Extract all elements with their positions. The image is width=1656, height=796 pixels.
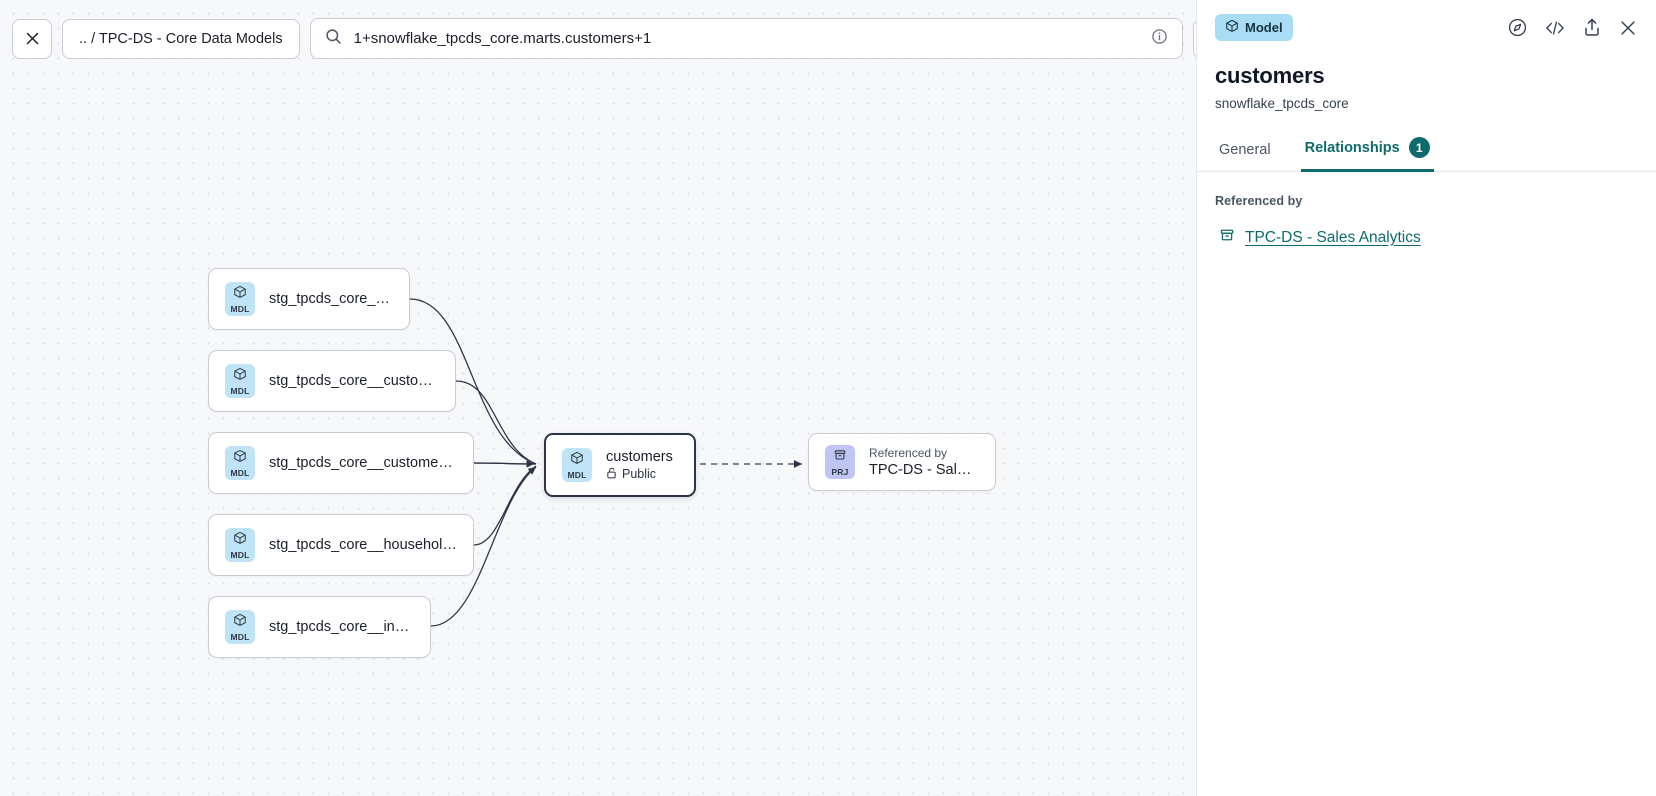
model-badge: MDL (225, 528, 255, 562)
share-icon[interactable] (1582, 17, 1602, 38)
node-label: TPC-DS - Sales Analytics (869, 462, 979, 478)
tab-general[interactable]: General (1215, 142, 1275, 172)
tab-label: Relationships (1304, 139, 1400, 156)
canvas-toolbar: .. / TPC-DS - Core Data Models (12, 18, 1196, 59)
referenced-by-label: TPC-DS - Sales Analytics (1245, 228, 1421, 246)
graph-node-upstream-1[interactable]: MDL stg_tpcds_core__customer (208, 268, 410, 330)
referenced-by-link[interactable]: TPC-DS - Sales Analytics (1215, 227, 1638, 248)
project-icon (1219, 227, 1235, 248)
lineage-edges (409, 298, 803, 627)
search-input[interactable] (353, 30, 1139, 47)
node-label: stg_tpcds_core__household_demogr… (269, 537, 457, 553)
page-title: customers (1215, 63, 1325, 88)
graph-node-upstream-4[interactable]: MDL stg_tpcds_core__household_demogr… (208, 514, 474, 576)
breadcrumb[interactable]: .. / TPC-DS - Core Data Models (62, 18, 300, 59)
tab-label: General (1219, 142, 1271, 158)
node-access: Public (606, 467, 673, 482)
graph-node-upstream-5[interactable]: MDL stg_tpcds_core__income_band (208, 596, 431, 658)
badge-text: MDL (230, 467, 250, 478)
graph-node-upstream-3[interactable]: MDL stg_tpcds_core__customer_demogra… (208, 432, 474, 494)
node-kicker: Referenced by (869, 446, 948, 460)
badge-text: MDL (230, 303, 250, 314)
model-badge: MDL (225, 364, 255, 398)
cube-icon (233, 367, 247, 386)
entity-type-label: Model (1245, 20, 1283, 35)
tab-relationships[interactable]: Relationships 1 (1300, 137, 1434, 172)
cube-icon (233, 449, 247, 468)
badge-text: MDL (567, 469, 587, 480)
panel-header: Model (1197, 0, 1656, 51)
cube-icon (233, 285, 247, 304)
details-panel: Model (1196, 0, 1656, 796)
explore-icon[interactable] (1507, 17, 1528, 38)
node-label: stg_tpcds_core__customer (269, 291, 393, 307)
graph-node-focus-customers[interactable]: MDL customers Public (544, 433, 696, 497)
model-badge: MDL (225, 446, 255, 480)
project-icon (833, 448, 847, 467)
model-badge: MDL (225, 282, 255, 316)
node-label: stg_tpcds_core__customer_demogra… (269, 455, 457, 471)
panel-tabs: General Relationships 1 (1197, 111, 1656, 172)
close-icon[interactable] (1618, 18, 1638, 38)
node-label: stg_tpcds_core__customer_address (269, 373, 439, 389)
search-icon (325, 28, 342, 50)
badge-text: MDL (230, 631, 250, 642)
badge-text: MDL (230, 385, 250, 396)
model-badge: MDL (225, 610, 255, 644)
entity-type-badge: Model (1215, 14, 1293, 41)
project-badge: PRJ (825, 445, 855, 479)
panel-actions (1507, 17, 1638, 38)
refresh-button[interactable] (1192, 18, 1196, 59)
graph-node-upstream-2[interactable]: MDL stg_tpcds_core__customer_address (208, 350, 456, 412)
badge-text: PRJ (831, 466, 849, 477)
node-access-label: Public (622, 467, 657, 481)
lineage-search[interactable] (309, 18, 1183, 59)
node-label: stg_tpcds_core__income_band (269, 619, 414, 635)
panel-subtitle: snowflake_tpcds_core (1215, 96, 1349, 111)
close-icon (24, 30, 41, 47)
section-label-referenced-by: Referenced by (1215, 194, 1303, 208)
model-badge: MDL (562, 448, 592, 482)
node-label: customers (606, 448, 673, 465)
relationships-body: Referenced by TPC-DS - Sales Analytics (1197, 172, 1656, 248)
node-text-group: Referenced by TPC-DS - Sales Analytics (869, 446, 979, 478)
node-text-group: customers Public (606, 449, 673, 482)
breadcrumb-label: .. / TPC-DS - Core Data Models (79, 30, 283, 47)
cube-icon (233, 613, 247, 632)
cube-icon (570, 451, 584, 470)
code-icon[interactable] (1544, 18, 1566, 38)
close-lineage-button[interactable] (12, 18, 52, 59)
status-badge: 1 (1408, 137, 1430, 158)
cube-icon (1225, 19, 1239, 36)
info-circle-icon[interactable] (1151, 28, 1168, 50)
graph-canvas[interactable]: .. / TPC-DS - Core Data Models (0, 0, 1196, 796)
cube-icon (233, 531, 247, 550)
graph-node-downstream-project[interactable]: PRJ Referenced by TPC-DS - Sales Analyti… (808, 433, 996, 491)
badge-text: MDL (230, 549, 250, 560)
unlock-icon (606, 467, 617, 482)
